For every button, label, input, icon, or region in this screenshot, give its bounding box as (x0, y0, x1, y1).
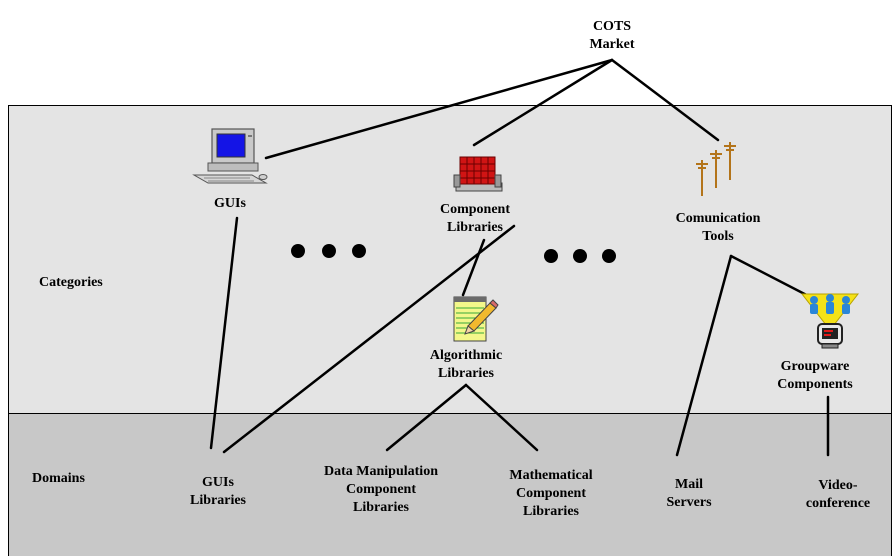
categories-band-label: Categories (39, 275, 103, 290)
edge-algorithmic-mathematical (464, 383, 539, 452)
mathematical-label: Mathematical Component Libraries (509, 468, 593, 519)
ellipsis-dot (573, 249, 587, 263)
edge-cots-guis (264, 58, 614, 160)
categories-band (8, 105, 892, 414)
groupware-people-icon (800, 293, 860, 349)
videoconference-label: Video- conference (805, 478, 871, 511)
edge-component-data-manipulation-guis-libraries (222, 224, 516, 454)
antenna-towers-icon (696, 142, 736, 196)
domains-band-label: Domains (32, 471, 85, 486)
ellipsis-dot (352, 244, 366, 258)
data-manipulation-label: Data Manipulation Component Libraries (324, 464, 438, 515)
edge-cots-component-libraries (472, 58, 614, 147)
algorithmic-libraries-label: Algorithmic Libraries (429, 348, 503, 381)
library-books-icon (453, 156, 503, 192)
edge-guis-guis-libraries (209, 216, 239, 450)
edge-component-algorithmic (461, 238, 486, 297)
edge-algorithmic-data-manipulation (385, 383, 468, 452)
communication-tools-label: Comunication Tools (675, 211, 761, 244)
ellipsis-dot (544, 249, 558, 263)
edge-cots-communication-tools (610, 58, 720, 142)
computer-icon (192, 128, 268, 184)
component-libraries-label: Component Libraries (439, 202, 511, 235)
cots-market-label: COTS Market (589, 19, 635, 52)
edge-tools-mail-servers (675, 254, 733, 457)
guis-label: GUIs (214, 196, 246, 211)
domains-band (8, 413, 892, 556)
mail-servers-label: Mail Servers (666, 477, 712, 510)
ellipsis-dot (322, 244, 336, 258)
ellipsis-dot (291, 244, 305, 258)
notepad-pencil-icon (453, 296, 499, 342)
groupware-components-label: Groupware Components (777, 359, 853, 392)
ellipsis-dot (602, 249, 616, 263)
guis-libraries-label: GUIs Libraries (190, 475, 246, 508)
